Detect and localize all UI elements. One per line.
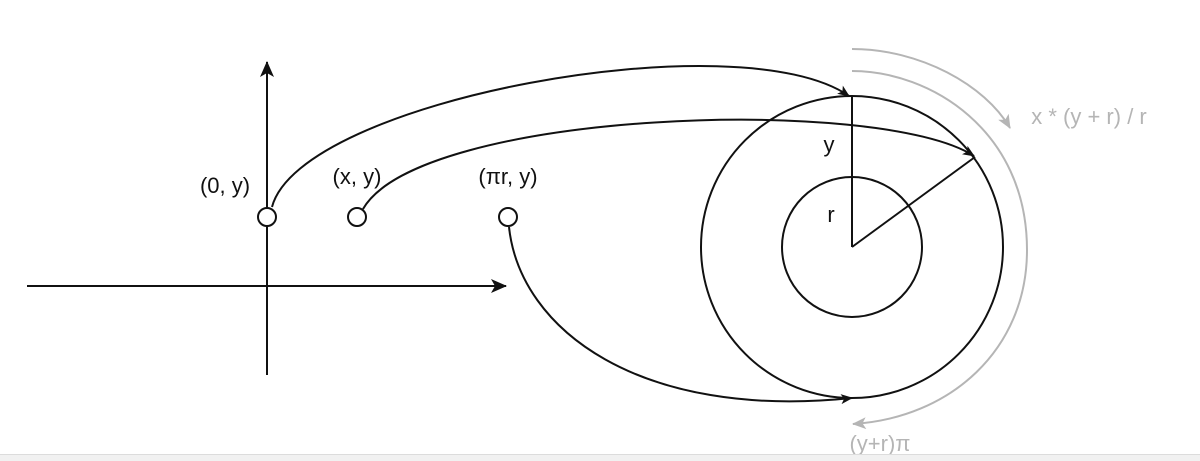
label-y: y (824, 132, 835, 157)
label-origin-y: (0, y) (200, 173, 250, 198)
curve-xy-to-outer (362, 118, 975, 210)
mapping-curves (271, 65, 975, 405)
points (257, 207, 518, 227)
diagonal-radius (851, 156, 976, 248)
curve-pir-to-bottom (508, 226, 853, 405)
label-outer-arc: x * (y + r) / r (1031, 104, 1147, 129)
label-r: r (827, 202, 834, 227)
label-pir-y: (πr, y) (478, 164, 537, 189)
gray-arc-right (851, 70, 1029, 430)
annotation-arcs (851, 48, 1029, 430)
label-x-y: (x, y) (333, 164, 382, 189)
label-bottom-arc: (y+r)π (849, 431, 910, 456)
gray-arc-outer-top (851, 48, 1011, 129)
labels: (0, y) (x, y) (πr, y) y r x * (y + r) / … (200, 104, 1147, 456)
point-pir-y (498, 207, 518, 227)
bottom-scroll-strip (0, 454, 1200, 461)
curve-origin-to-top (271, 65, 850, 208)
point-x-y (347, 207, 367, 227)
radii (851, 96, 976, 248)
point-origin-y (257, 207, 277, 227)
